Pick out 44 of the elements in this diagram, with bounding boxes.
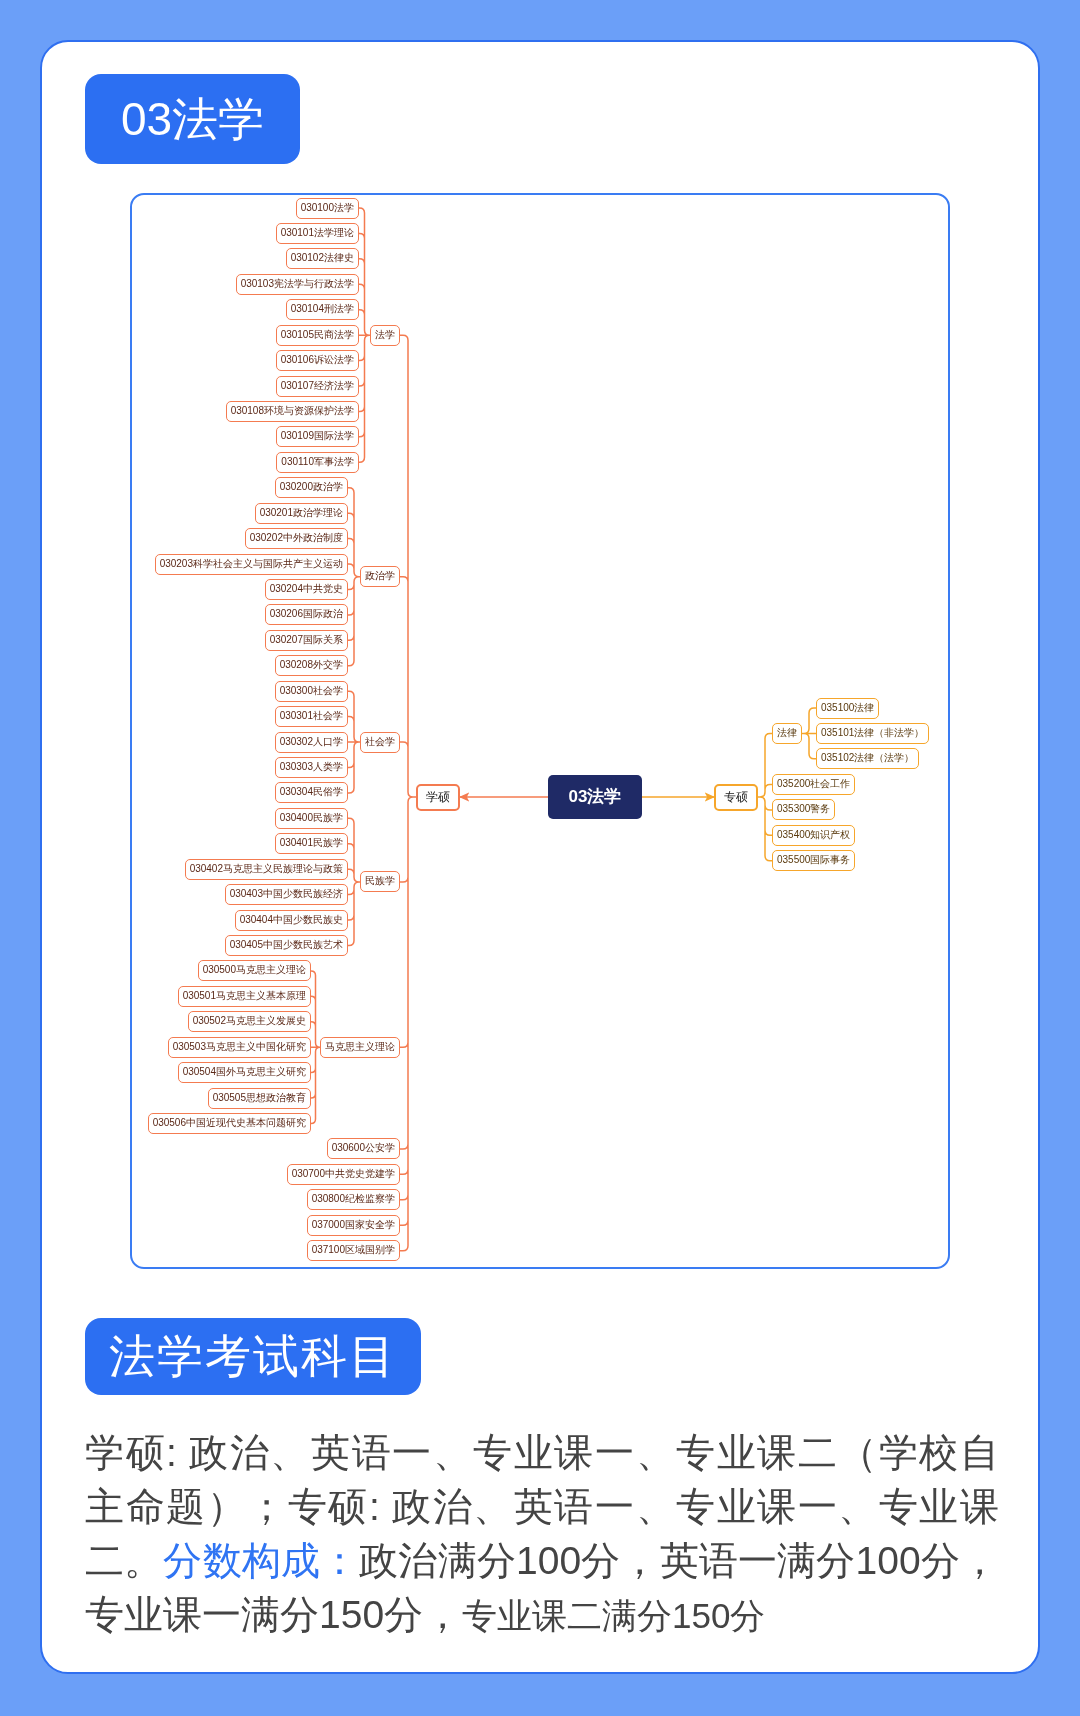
category-node: 马克思主义理论 [320, 1036, 400, 1058]
category-node: 政治学 [360, 566, 400, 588]
subject-node: 035101法律（非法学） [816, 722, 930, 744]
subject-node: 030800纪检监察学 [306, 1189, 400, 1211]
category-node: 法律 [772, 723, 802, 744]
subject-node: 030600公安学 [326, 1138, 400, 1160]
subject-node: 030502马克思主义发展史 [187, 1011, 311, 1033]
subject-node: 030104刑法学 [285, 299, 359, 321]
subject-node: 030106诉讼法学 [275, 350, 359, 372]
subject-node: 037100区域国别学 [306, 1240, 400, 1262]
subject-node: 030208外交学 [274, 655, 348, 677]
subject-node: 030403中国少数民族经济 [224, 884, 348, 906]
connector-line [757, 732, 773, 862]
subject-node: 030301社会学 [274, 706, 348, 728]
subject-node: 035500国际事务 [772, 850, 856, 872]
subject-node: 030500马克思主义理论 [197, 960, 311, 982]
connector-line [358, 207, 371, 464]
subject-node: 030202中外政治制度 [244, 528, 348, 550]
subject-node: 030102法律史 [285, 248, 359, 270]
connector-line [801, 707, 817, 760]
root-topic-node: 03法学 [548, 775, 642, 819]
section-heading-banner: 法学考试科目 [85, 1318, 421, 1395]
title-banner: 03法学 [85, 74, 301, 164]
subject-node: 035102法律（法学） [816, 748, 920, 770]
subject-node: 030401民族学 [274, 833, 348, 855]
subject-node: 030304民俗学 [274, 782, 348, 804]
body-paragraph: 学硕: 政治、英语一、专业课一、专业课二（学校自主命题）；专硕: 政治、英语一、专业课一、专业课二。分数构成：政治满分100分，英语一满分100分，专业课一满分150分，专业课二满分150分 [85, 1430, 999, 1638]
connector-line [347, 817, 361, 947]
branch-topic-node: 专硕 [714, 783, 758, 811]
subject-node: 030206国际政治 [264, 604, 348, 626]
subject-node: 030109国际法学 [275, 426, 359, 448]
arrow [641, 792, 716, 802]
subject-node: 030504国外马克思主义研究 [177, 1062, 311, 1084]
subject-node: 030200政治学 [274, 477, 348, 499]
arrow [458, 792, 549, 802]
connector-line [347, 690, 361, 794]
category-node: 社会学 [360, 731, 400, 753]
category-node: 民族学 [360, 871, 400, 893]
branch-topic-node: 学硕 [416, 783, 460, 811]
connector-line [399, 334, 417, 1252]
connector-line [347, 486, 361, 667]
subject-node: 035200社会工作 [772, 774, 856, 795]
subject-node: 035300警务 [772, 799, 836, 821]
connector-line [310, 970, 321, 1125]
